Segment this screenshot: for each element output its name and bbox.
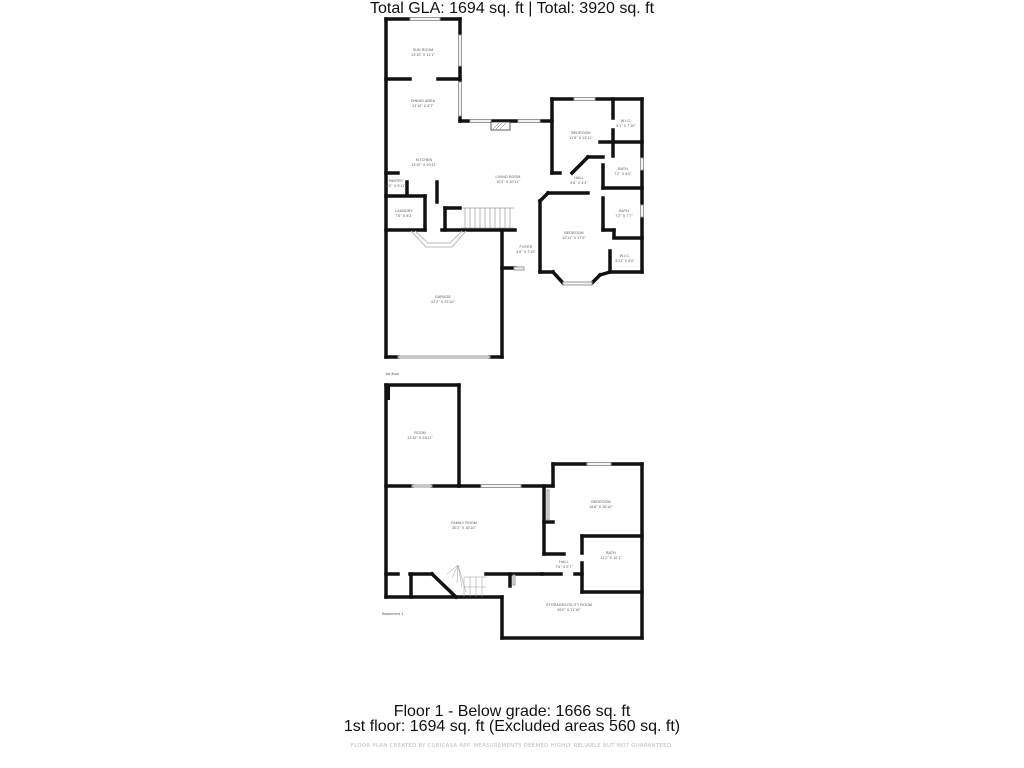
- room-name: FAMILY ROOM: [451, 521, 477, 525]
- first-floor-windows: [397, 17, 644, 359]
- room-name: BATH: [619, 209, 629, 213]
- room-size: 7'6" x 8'3": [395, 214, 413, 218]
- room-size: 6'0" x 5'11": [386, 184, 406, 188]
- room-name: FOYER: [519, 245, 533, 249]
- first-floor-area: 1st floor: 1694 sq. ft (Excluded areas 5…: [343, 718, 681, 735]
- room-name: HALL: [559, 560, 569, 564]
- room-size: 12'11" x 17'0": [562, 236, 586, 240]
- room-name: HALL: [574, 176, 584, 180]
- room-size: 13'10" x 11'1": [411, 53, 435, 57]
- room-name: ROOM: [414, 431, 426, 435]
- room-wic: W.I.C.5'1" x 7'10": [616, 119, 636, 129]
- room-size: 5'11" x 6'0": [615, 259, 635, 263]
- room-name: BEDROOM: [564, 231, 584, 235]
- room-wic-2: W.I.C.5'11" x 6'0": [615, 254, 634, 264]
- room-size: 11'1" x 10'1": [600, 556, 622, 560]
- room-size: 16'3" x 20'11": [496, 180, 520, 184]
- room-name: STORAGE/UTILITY ROOM: [546, 603, 592, 607]
- first-floor-walls: [384, 17, 644, 359]
- room-size: 7'2" x 8'0": [614, 172, 632, 176]
- room-size: 13'10" x 20'11": [411, 163, 437, 167]
- room-name: BATH: [606, 551, 616, 555]
- room-size: 15'8" x 16'10": [589, 505, 613, 509]
- room-name: DINING AREA: [410, 99, 436, 103]
- disclaimer: FLOOR PLAN CREATED BY CUBICASA APP. MEAS…: [350, 743, 674, 749]
- room-size: 11'9" x 13'11": [569, 136, 593, 140]
- room-name: GARAGE: [435, 295, 451, 299]
- room-name: W.I.C.: [620, 119, 632, 123]
- room-name: KITCHEN: [415, 158, 433, 162]
- below-grade-area: Floor 1 - Below grade: 1666 sq. ft: [393, 703, 631, 720]
- room-size: 5'6" x 4'3": [570, 181, 588, 185]
- basement-walls: [384, 383, 644, 640]
- room-size: 30'2" x 16'10": [452, 526, 476, 530]
- room-name: SUN ROOM: [412, 48, 434, 52]
- room-name: BEDROOM: [571, 131, 591, 135]
- room-name: BATH: [618, 167, 628, 171]
- room-name: LAUNDRY: [395, 209, 413, 213]
- room-name: PANTRY: [388, 179, 404, 183]
- room-size: 13'10" x 8'7": [412, 104, 434, 108]
- room-size: 26'0" x 11'10": [557, 608, 581, 612]
- room-size: 22'2" x 23'10": [431, 300, 455, 304]
- room-size: 4'9" x 7'10": [516, 250, 536, 254]
- room-size: 7'6" x 2'7": [555, 565, 573, 569]
- basement-windows: [411, 462, 612, 597]
- room-name: LIVING ROOM: [495, 175, 521, 179]
- floor-label-basement: Basement 1: [382, 611, 404, 616]
- room-name: BEDROOM: [591, 500, 611, 504]
- room-name: W.I.C.: [619, 254, 631, 258]
- room-size: 5'1" x 7'10": [616, 124, 636, 128]
- room-size: 13'10" x 18'11": [407, 436, 433, 440]
- total-area-title: Total GLA: 1694 sq. ft | Total: 3920 sq.…: [369, 0, 655, 17]
- room-size: 7'2" x 7'7": [615, 214, 633, 218]
- floor-label-first: 1st floor: [385, 371, 400, 376]
